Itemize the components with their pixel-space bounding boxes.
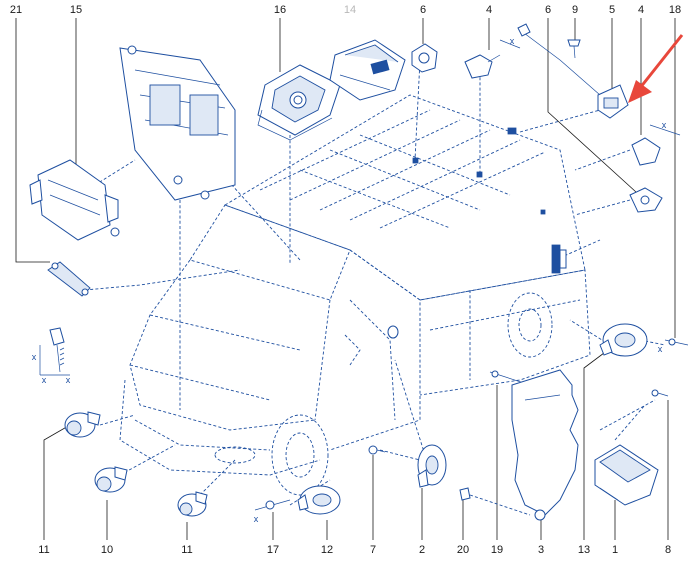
part-8-screw (651, 389, 669, 397)
part-3-bracket (511, 369, 579, 521)
part-5-sensor-with-cable (517, 23, 629, 119)
callout-10: 10 (101, 544, 113, 556)
part-11-parking-sensor-left (64, 411, 101, 438)
callout-8: 8 (665, 544, 671, 556)
callout-11-left: 11 (38, 544, 49, 556)
callout-7: 7 (370, 544, 376, 556)
callout-17: 17 (267, 544, 279, 556)
callout-1: 1 (612, 544, 618, 556)
part-14-radar-box (329, 39, 406, 101)
part-11-parking-sensor-right (177, 491, 208, 517)
callout-labels-top: 21 15 16 14 6 4 6 9 5 4 18 (10, 4, 681, 16)
vehicle-outline (119, 94, 591, 496)
part-7-push-pin (368, 445, 386, 455)
dimension-x-bolt-c: x (66, 375, 71, 385)
callout-12: 12 (321, 544, 333, 556)
callout-18: 18 (669, 4, 681, 16)
part-17-clip: x (254, 499, 291, 524)
part-leader-lines (84, 59, 666, 516)
callout-16: 16 (274, 4, 286, 16)
callout-leader-lines (15, 18, 676, 540)
callout-11-right: 11 (181, 544, 192, 556)
dimension-x-top: x (510, 36, 515, 46)
bolt-dimension-detail: x x x (32, 327, 71, 385)
dimension-x-bolt-a: x (32, 352, 37, 362)
part-16-camera-unit (257, 64, 341, 141)
callout-6-top-right: 6 (545, 4, 551, 16)
dimension-x-right-bolt: x (658, 344, 663, 354)
part-9-screw (567, 39, 581, 59)
part-21-sensor-bar (47, 261, 91, 297)
dimension-x-bolt-b: x (42, 375, 47, 385)
callout-13: 13 (578, 544, 590, 556)
callout-6-top-left: 6 (420, 4, 426, 16)
part-6-connector-right (629, 187, 663, 213)
callout-3: 3 (538, 544, 544, 556)
callout-15: 15 (70, 4, 82, 16)
part-6-connector-top-left (411, 43, 438, 73)
highlight-arrow-icon (628, 34, 684, 103)
callout-9: 9 (572, 4, 578, 16)
callout-4-top-right: 4 (638, 4, 644, 16)
part-15-bracket-panel (119, 45, 236, 201)
part-20-clip (459, 487, 471, 501)
dimension-x-right: x (662, 120, 667, 130)
part-2-sensor (417, 444, 447, 488)
part-10-parking-sensor (94, 466, 128, 493)
callout-2: 2 (419, 544, 425, 556)
part-13-round-sensor (599, 323, 648, 357)
part-12-round-sensor (297, 485, 341, 515)
part-18-bolt: x (658, 338, 689, 354)
callout-4-top-left: 4 (486, 4, 492, 16)
part-4-sensor-top-left: x (464, 36, 521, 79)
part-15-ecu-module (29, 159, 120, 241)
callout-labels-bottom: 11 10 11 17 12 7 2 20 19 3 13 1 8 (38, 544, 671, 556)
callout-20: 20 (457, 544, 469, 556)
callout-5: 5 (609, 4, 615, 16)
callout-19: 19 (491, 544, 503, 556)
part-4-sensor-top-right: x (631, 120, 681, 166)
callout-21: 21 (10, 4, 22, 16)
car-side-connector (551, 244, 567, 274)
dimension-x-bottom: x (254, 514, 259, 524)
part-1-module-box (594, 444, 659, 506)
car-mounted-small-parts (387, 127, 546, 339)
callout-14: 14 (344, 4, 356, 16)
